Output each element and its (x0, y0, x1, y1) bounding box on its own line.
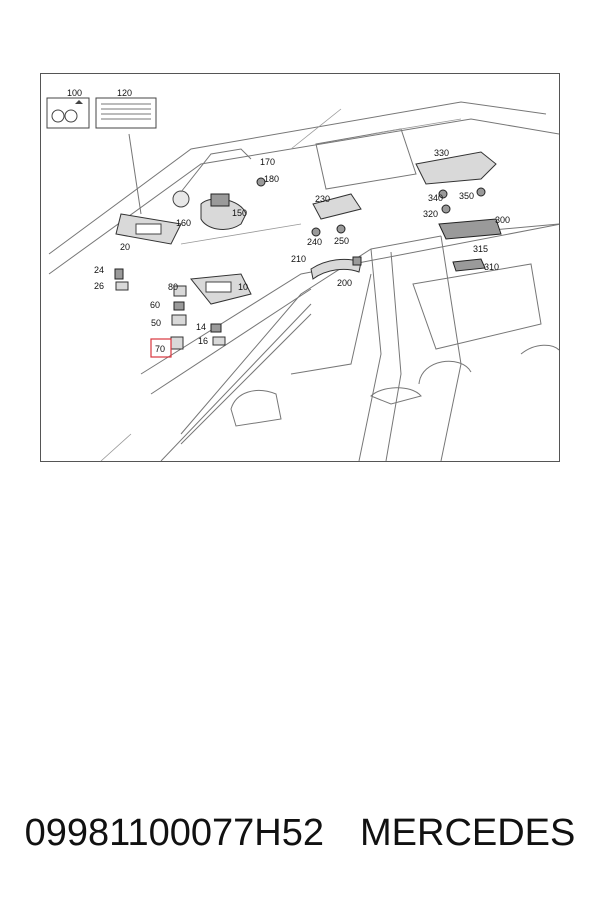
light-310 (452, 258, 486, 272)
console-330 (415, 151, 497, 199)
sun-visor-10 (190, 273, 252, 305)
warning-label-100 (46, 97, 90, 129)
callout-label: 300 (495, 215, 510, 225)
callout-label: 210 (291, 254, 306, 264)
callout-label: 350 (459, 191, 474, 201)
mirror-150 (200, 193, 247, 230)
callout-label: 50 (151, 318, 161, 328)
light-300 (438, 204, 502, 240)
highlighted-callout[interactable]: 70 (150, 338, 172, 358)
parts-diagram: 100 120 170 180 160 150 20 24 26 80 10 6… (46, 88, 559, 461)
caption-bar: 09981100077H52 MERCEDES (0, 808, 600, 858)
callout-label: 310 (484, 262, 499, 272)
callout-label: 315 (473, 244, 488, 254)
callout-labels: 100 120 170 180 160 150 20 24 26 80 10 6… (67, 88, 510, 346)
callout-label: 200 (337, 278, 352, 288)
callout-label: 20 (120, 242, 130, 252)
parts-diagram-frame: 100 120 170 180 160 150 20 24 26 80 10 6… (40, 73, 560, 462)
callout-label: 150 (232, 208, 247, 218)
callout-label: 14 (196, 322, 206, 332)
callout-label: 26 (94, 281, 104, 291)
callout-label: 170 (260, 157, 275, 167)
handle-200 (310, 256, 362, 280)
callout-label: 340 (428, 193, 443, 203)
callout-label: 16 (198, 336, 208, 346)
brand-name: MERCEDES (360, 811, 576, 854)
clip-parts (114, 148, 266, 350)
part-number: 09981100077H52 (24, 811, 324, 854)
callout-label: 120 (117, 88, 132, 98)
callout-label: 240 (307, 237, 322, 247)
callout-label: 230 (315, 194, 330, 204)
callout-label: 330 (434, 148, 449, 158)
callout-label: 320 (423, 209, 438, 219)
callout-label: 250 (334, 236, 349, 246)
callout-label: 80 (168, 282, 178, 292)
callout-label: 60 (150, 300, 160, 310)
highlighted-callout-label: 70 (155, 344, 165, 354)
handle-230 (311, 193, 362, 237)
callout-label: 24 (94, 265, 104, 275)
callout-label: 100 (67, 88, 82, 98)
callout-label: 160 (176, 218, 191, 228)
callout-label: 10 (238, 282, 248, 292)
warning-label-120 (95, 97, 157, 129)
sun-visor-20 (115, 213, 182, 245)
callout-label: 180 (264, 174, 279, 184)
highlight-box (150, 338, 172, 358)
